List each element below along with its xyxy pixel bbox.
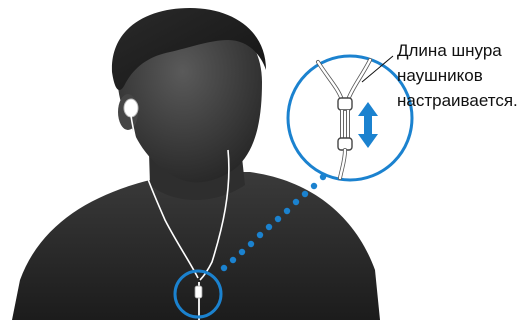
- zoom-detail: [288, 56, 412, 180]
- callout-line-2: наушников: [397, 63, 518, 88]
- callout-text: Длина шнура наушников настраивается.: [397, 38, 518, 113]
- earbud: [124, 99, 138, 117]
- cord-splitter-icon: [338, 98, 352, 110]
- callout-line-3: настраивается.: [397, 88, 518, 113]
- callout-line-1: Длина шнура: [397, 38, 518, 63]
